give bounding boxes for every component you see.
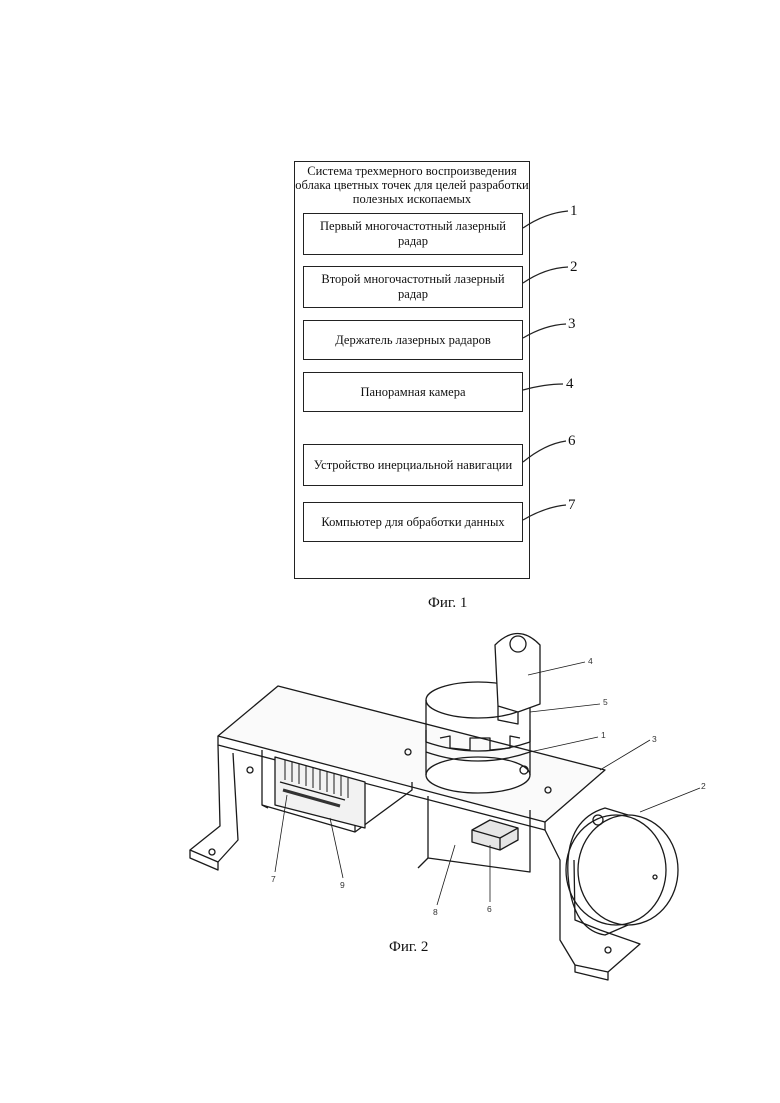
- part-label-6: 6: [487, 904, 492, 914]
- part-label-9: 9: [340, 880, 345, 890]
- part-label-1: 1: [601, 730, 606, 740]
- part-label-7: 7: [271, 874, 276, 884]
- part-label-5: 5: [603, 697, 608, 707]
- figure-2-caption: Фиг. 2: [389, 939, 428, 956]
- part-label-4: 4: [588, 656, 593, 666]
- part-label-2: 2: [701, 781, 706, 791]
- part-label-8: 8: [433, 907, 438, 917]
- part-label-3: 3: [652, 734, 657, 744]
